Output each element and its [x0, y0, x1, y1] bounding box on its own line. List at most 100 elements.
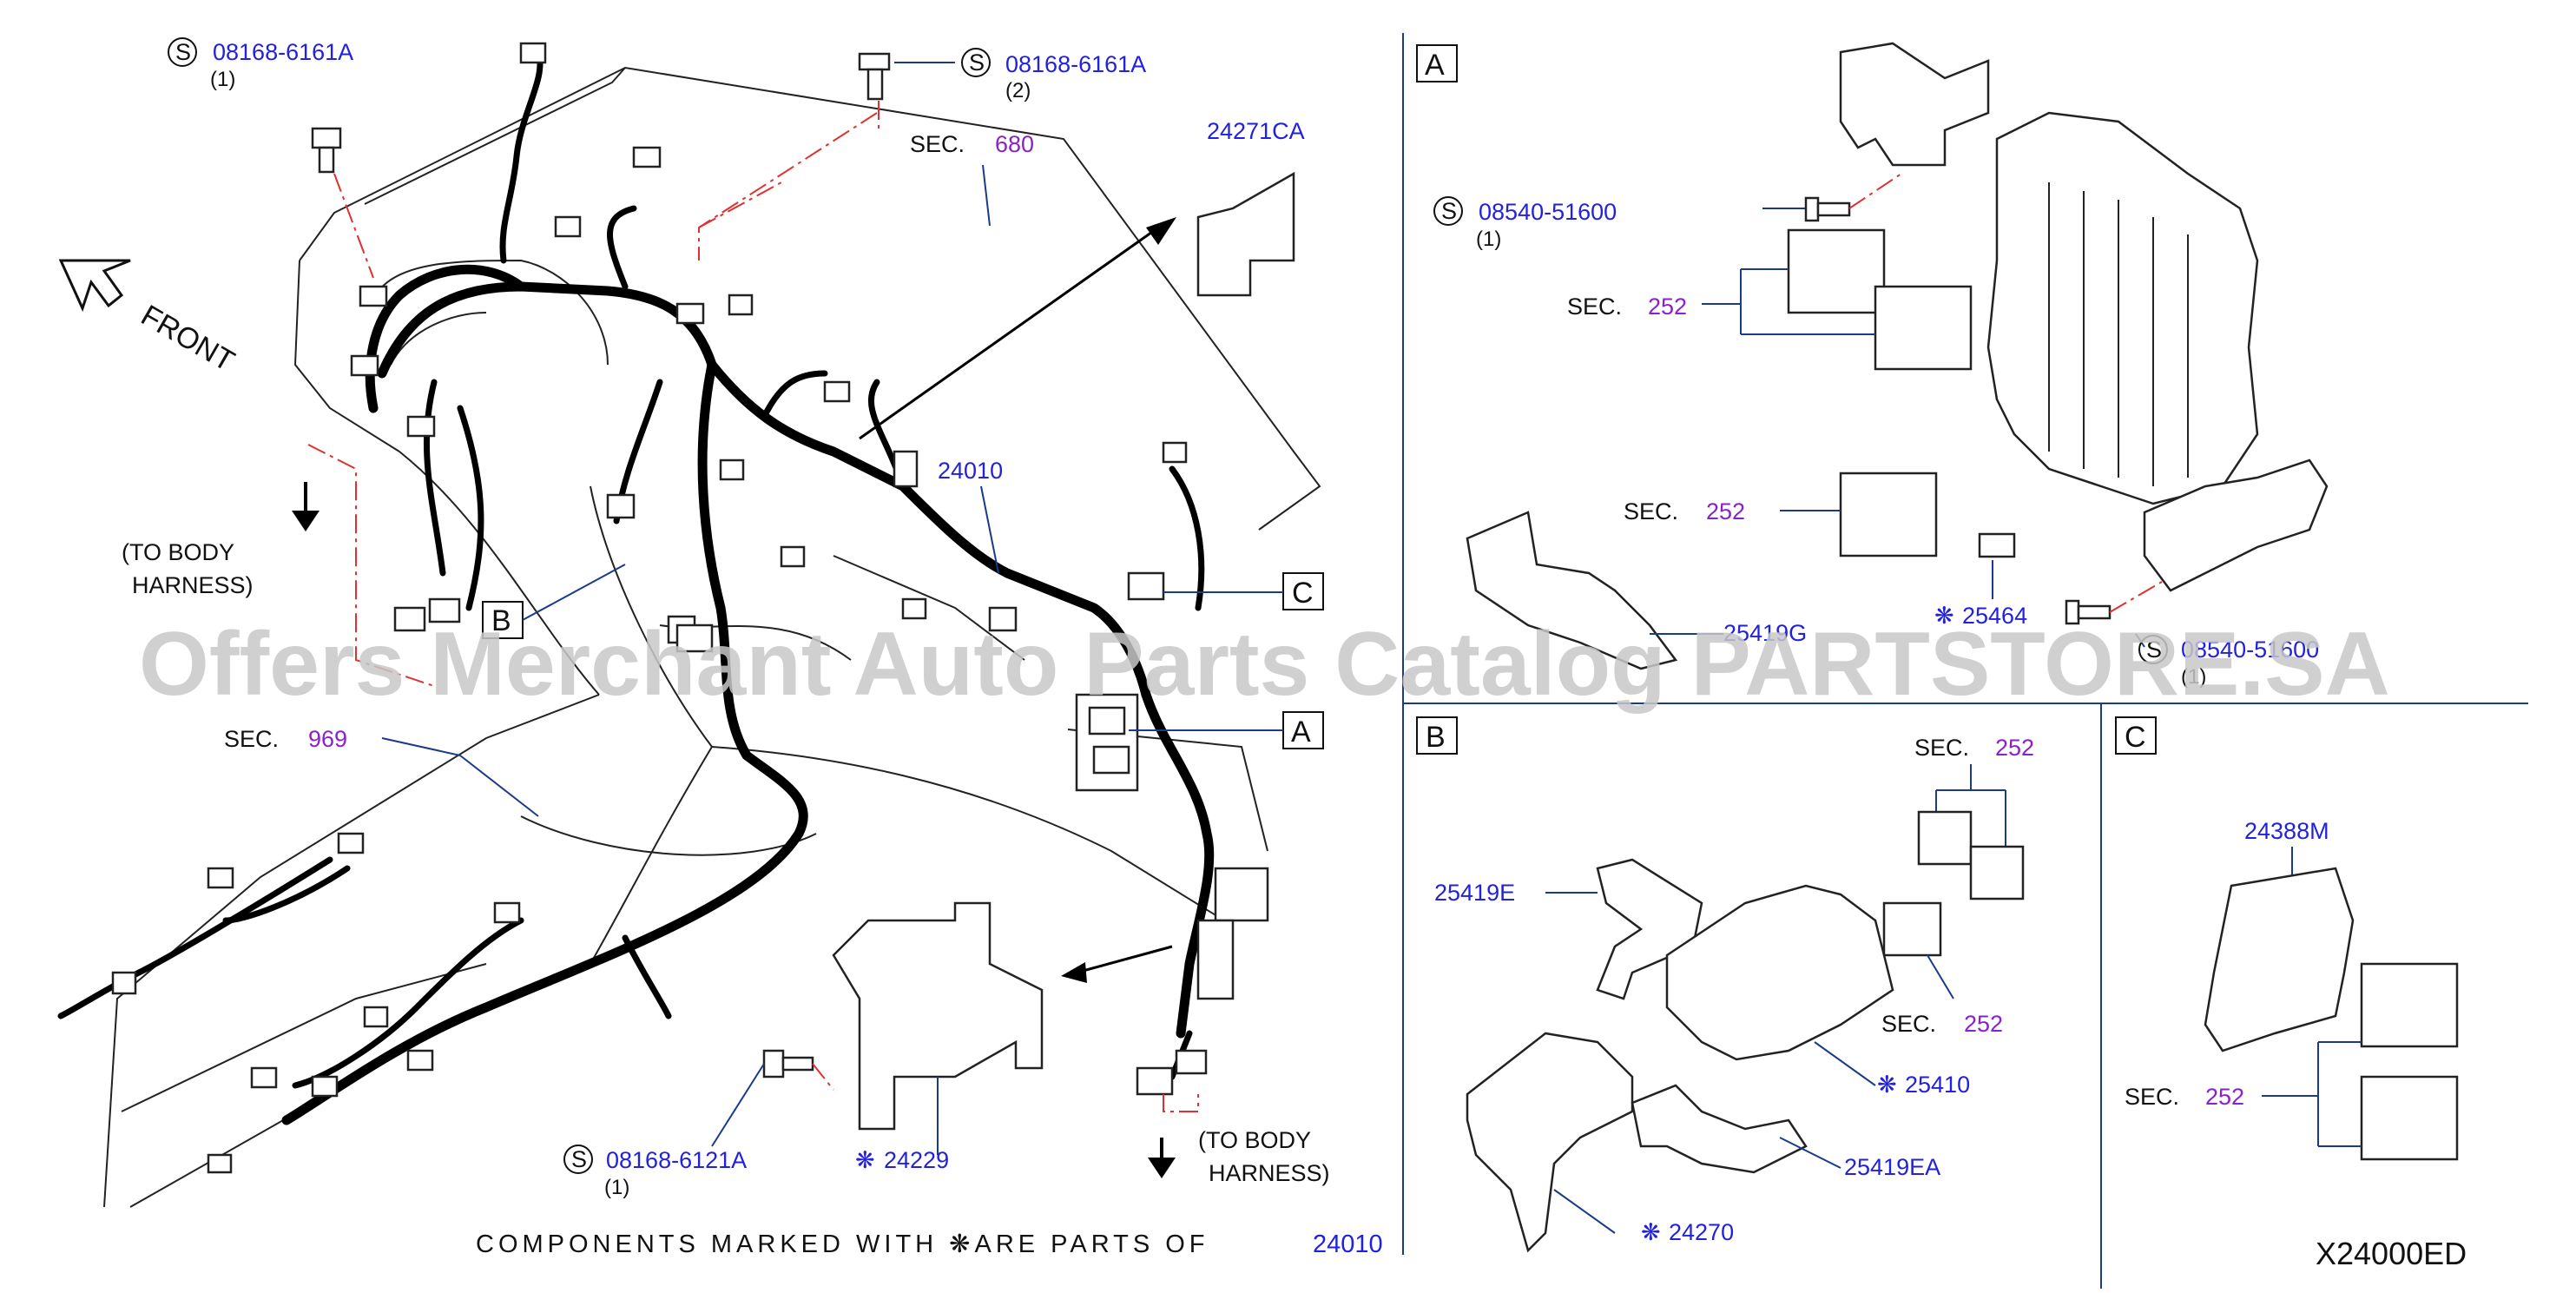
- bolt-1-part-number[interactable]: 08168-6161A: [213, 39, 353, 65]
- fuse-mark: ❋: [1934, 603, 1954, 629]
- down-arrow-icon: [1148, 1158, 1176, 1178]
- bolt-2-part-number[interactable]: 08168-6161A: [1005, 51, 1146, 77]
- bolt-2-callout[interactable]: S 08168-6161A (2): [698, 48, 1146, 261]
- sec-969-reference[interactable]: SEC. 969: [224, 726, 539, 817]
- watermark: Offers Merchant Auto Parts Catalog PARTS…: [139, 614, 2390, 715]
- harness-connectors: [111, 42, 1269, 1174]
- bolt-3-callout[interactable]: S 08168-6121A (1): [563, 1049, 834, 1199]
- sec-252-c[interactable]: SEC. 252: [2125, 1041, 2362, 1147]
- screw-2-part-number[interactable]: 08540-51600: [2181, 637, 2319, 663]
- fuse-block-a: [1986, 111, 2259, 505]
- clip-icon: [1196, 171, 1295, 297]
- sec-252-number[interactable]: 252: [1706, 498, 1745, 524]
- standard-part-icon: [2138, 635, 2168, 664]
- panel-c-label: C: [2125, 721, 2146, 754]
- block-mark: ❋: [1877, 1072, 1897, 1098]
- front-direction: FRONT: [58, 259, 240, 378]
- sec-prefix: SEC.: [1881, 1011, 1936, 1037]
- screw-2-callout[interactable]: S 08540-51600 (1): [2065, 581, 2319, 689]
- front-arrow-icon: [58, 259, 131, 313]
- cover-icon: [1466, 1032, 1634, 1253]
- standard-part-symbol: S: [1441, 198, 1457, 224]
- bracket-ea-part-number[interactable]: 25419EA: [1844, 1154, 1940, 1180]
- components-note: COMPONENTS MARKED WITH ❋ARE PARTS OF 240…: [476, 1230, 1383, 1258]
- sec-252-b1[interactable]: SEC. 252: [1914, 735, 2034, 851]
- sec-prefix: SEC.: [1567, 294, 1622, 320]
- bracket-part-number[interactable]: 25419G: [1723, 620, 1807, 646]
- relay-b2: [1882, 901, 1954, 999]
- clip-part-number[interactable]: 24271CA: [1207, 118, 1305, 144]
- sec-680-number[interactable]: 680: [995, 131, 1034, 157]
- sec-252-number[interactable]: 252: [2205, 1084, 2244, 1110]
- clip-24271CA[interactable]: 24271CA: [859, 118, 1305, 440]
- sec-252-number[interactable]: 252: [1995, 735, 2034, 761]
- relays-b1: [1917, 810, 2025, 900]
- bracket-e-part-number[interactable]: 25419E: [1434, 880, 1515, 906]
- standard-part-icon: [563, 1145, 593, 1174]
- panel-frames: [1402, 33, 2528, 1289]
- bracket-25419E[interactable]: 25419E: [1434, 858, 1703, 1000]
- relays-c: [2360, 962, 2459, 1161]
- to-body-line-2: HARNESS): [132, 572, 254, 598]
- sec-252-number[interactable]: 252: [1648, 294, 1687, 320]
- screw-1-quantity: (1): [1476, 228, 1501, 251]
- bracket-icon: [832, 901, 1044, 1131]
- bracket-part-number[interactable]: 24388M: [2244, 818, 2329, 844]
- callout-c-label: C: [1292, 577, 1314, 610]
- callout-c[interactable]: C: [1163, 572, 1324, 610]
- bolt-1-quantity: (1): [210, 68, 235, 91]
- panel-c: C 24388M SEC. 252: [2115, 716, 2459, 1161]
- fuse-block-icon: [1665, 884, 1894, 1061]
- sec-252-a2[interactable]: SEC. 252: [1624, 498, 1841, 524]
- fuse-block-25410[interactable]: ❋ 25410: [1665, 884, 1970, 1098]
- bracket-24229[interactable]: ❋ 24229: [832, 901, 1173, 1173]
- sec-prefix: SEC.: [910, 131, 965, 157]
- sec-252-a1[interactable]: SEC. 252: [1567, 268, 1875, 335]
- standard-part-icon: [168, 37, 197, 67]
- standard-part-icon: [1433, 196, 1463, 226]
- fuse-part-number[interactable]: 25464: [1962, 603, 2027, 629]
- panel-b: B SEC. 252 25419E SEC. 252 ❋ 25410: [1416, 716, 2034, 1253]
- bolt-3-part-number[interactable]: 08168-6121A: [606, 1147, 747, 1173]
- sec-252-b2[interactable]: SEC. 252: [1881, 1011, 2003, 1037]
- sec-252-number[interactable]: 252: [1964, 1011, 2003, 1037]
- callout-b[interactable]: B: [482, 564, 626, 639]
- relays-a1: [1787, 228, 1973, 371]
- bracket-part-number[interactable]: 24229: [884, 1147, 949, 1173]
- cover-24270[interactable]: ❋ 24270: [1466, 1032, 1734, 1253]
- bracket-icon: [1596, 858, 1703, 1000]
- fuse-icon: [1978, 532, 2016, 558]
- bolt-2-quantity: (2): [1005, 79, 1031, 102]
- sec-prefix: SEC.: [1624, 498, 1678, 524]
- to-body-line-1: (TO BODY: [122, 539, 234, 565]
- main-harness-part-number[interactable]: 24010: [938, 458, 1003, 484]
- screw-1-part-number[interactable]: 08540-51600: [1479, 199, 1617, 225]
- bolt-2-icon: [858, 52, 891, 101]
- callout-b-label: B: [491, 604, 511, 637]
- to-body-harness-left: (TO BODY HARNESS): [122, 444, 435, 687]
- cover-part-number[interactable]: 24270: [1669, 1219, 1734, 1245]
- note-part-number[interactable]: 24010: [1313, 1230, 1383, 1258]
- standard-part-symbol: S: [2146, 637, 2162, 663]
- fuse-25464[interactable]: ❋ 25464: [1934, 532, 2027, 629]
- bolt-1-callout[interactable]: S 08168-6161A (1): [168, 37, 374, 279]
- down-arrow-icon: [292, 511, 320, 531]
- screw-1-icon: [1804, 196, 1851, 222]
- sec-680-reference[interactable]: SEC. 680: [910, 131, 1034, 227]
- bracket-25419EA[interactable]: 25419EA: [1631, 1084, 1940, 1180]
- to-body-line-2: HARNESS): [1209, 1160, 1330, 1186]
- block-part-number[interactable]: 25410: [1905, 1072, 1970, 1098]
- main-harness-label[interactable]: 24010: [938, 458, 1003, 574]
- sec-969-number[interactable]: 969: [308, 726, 347, 752]
- bracket-25419G[interactable]: 25419G: [1466, 511, 1807, 670]
- bracket-24388M[interactable]: 24388M: [2204, 818, 2355, 1052]
- panel-b-label: B: [1426, 721, 1446, 754]
- callout-a[interactable]: A: [1129, 711, 1324, 749]
- bracket-icon: [1631, 1084, 1808, 1174]
- bracket-icon: [1466, 511, 1678, 670]
- front-label: FRONT: [135, 299, 240, 378]
- cover-mark: ❋: [1641, 1219, 1661, 1245]
- screw-1-callout[interactable]: S 08540-51600 (1): [1433, 173, 1902, 251]
- screw-2-quantity: (1): [2181, 665, 2206, 689]
